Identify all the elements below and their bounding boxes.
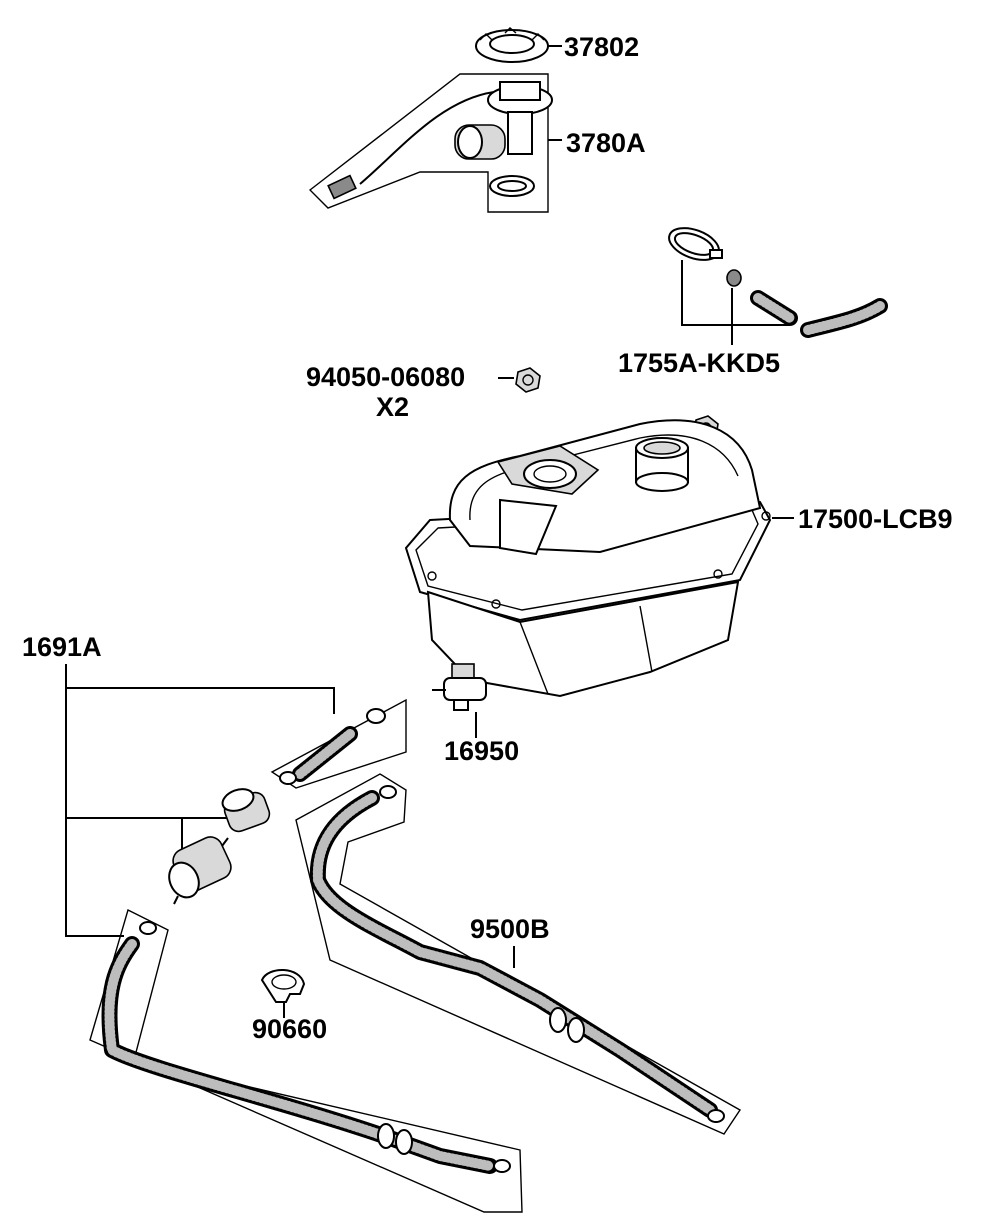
- fuel-pump-3780A: 3780A: [308, 73, 646, 213]
- label-1755A-KKD5: 1755A-KKD5: [618, 348, 780, 378]
- fuel-cock-16950: 16950: [432, 663, 519, 766]
- label-90660: 90660: [252, 1014, 327, 1044]
- label-94050-qty: X2: [376, 392, 409, 422]
- fuel-tank-17500-LCB9: 17500-LCB9: [404, 419, 953, 698]
- fuel-hose-9500B: 9500B: [295, 773, 742, 1135]
- label-17500-LCB9: 17500-LCB9: [798, 504, 953, 534]
- label-9500B: 9500B: [470, 914, 550, 944]
- clamp-90660: 90660: [252, 968, 327, 1044]
- fuel-filter-set-1691A: 1691A: [22, 632, 407, 937]
- lock-ring-37802: 37802: [475, 27, 639, 63]
- label-37802: 37802: [564, 32, 639, 62]
- label-94050-06080: 94050-06080: [306, 362, 465, 392]
- label-16950: 16950: [444, 736, 519, 766]
- nut-94050-06080: 94050-06080 X2: [306, 362, 719, 441]
- lower-fuel-hose: [89, 908, 523, 1213]
- label-1691A: 1691A: [22, 632, 102, 662]
- breather-set-1755A-KKD5: 1755A-KKD5: [618, 227, 888, 378]
- label-3780A: 3780A: [566, 128, 646, 158]
